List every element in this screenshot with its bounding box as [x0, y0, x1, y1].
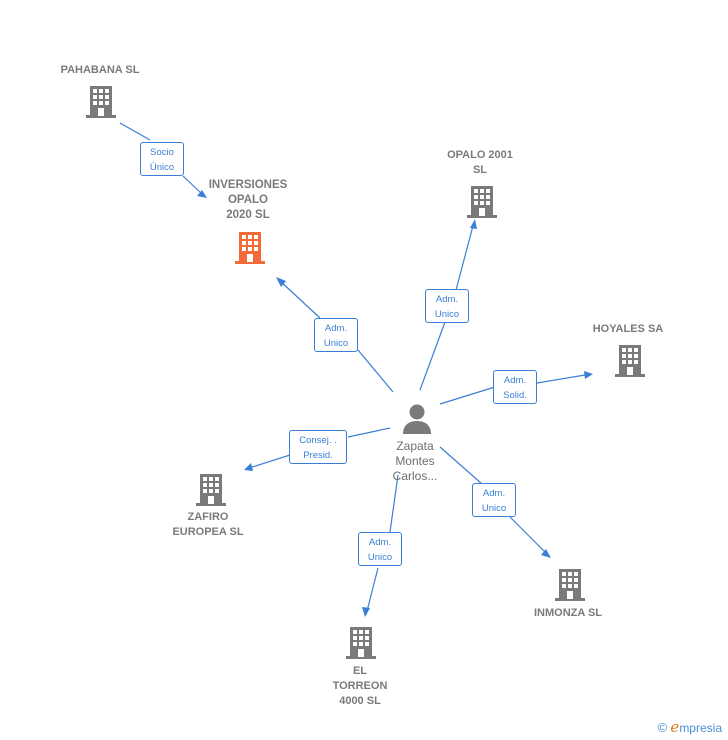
edge-person-inversiones	[278, 279, 394, 393]
building-icon-highlight[interactable]	[234, 230, 266, 264]
edge-pahabana-inversiones	[119, 122, 204, 196]
arrowhead	[470, 219, 477, 229]
person-icon[interactable]	[402, 403, 432, 435]
arrowhead	[197, 190, 207, 198]
arrowhead	[362, 607, 370, 617]
edge-person-opalo	[419, 221, 475, 391]
edge-person-zafiro	[245, 427, 391, 470]
edge-label-adm-unico: Adm. Unico	[314, 318, 358, 352]
edge-label-adm-unico: Adm. Unico	[425, 289, 469, 323]
node-label-opalo-2001[interactable]: OPALO 2001 SL	[447, 149, 513, 176]
building-icon[interactable]	[345, 625, 377, 659]
node-label-inmonza[interactable]: INMONZA SL	[533, 607, 603, 619]
edge-person-torreon	[365, 474, 399, 616]
brand-initial: e	[670, 718, 680, 736]
building-icon[interactable]	[195, 472, 227, 506]
edge-person-hoyales	[439, 373, 592, 405]
node-label-inversiones[interactable]: INVERSIONES OPALO 2020 SL	[208, 179, 288, 221]
node-label-person[interactable]: Zapata Montes Carlos...	[392, 439, 438, 483]
edge-label-adm-unico: Adm. Unico	[472, 483, 516, 517]
edge-label-adm-solid: Adm. Solid.	[493, 370, 537, 404]
edge-label-adm-unico: Adm. Unico	[358, 532, 402, 566]
edge-person-inmonza	[439, 446, 550, 557]
node-label-torreon[interactable]: EL TORREON 4000 SL	[332, 665, 388, 707]
arrowhead	[541, 549, 551, 558]
building-icon[interactable]	[554, 567, 586, 601]
edge-label-socio-unico: Socio Único	[140, 142, 184, 176]
footer-brand: © empresia	[657, 718, 722, 736]
brand-name: mpresia	[679, 721, 722, 735]
node-label-zafiro[interactable]: ZAFIRO EUROPEA SL	[172, 511, 244, 538]
building-icon[interactable]	[85, 84, 117, 118]
node-label-hoyales[interactable]: HOYALES SA	[592, 323, 664, 335]
building-icon[interactable]	[466, 184, 498, 218]
building-icon[interactable]	[614, 343, 646, 377]
copyright-symbol: ©	[657, 720, 668, 735]
node-label-pahabana[interactable]: PAHABANA SL	[60, 64, 140, 76]
arrowhead	[584, 371, 593, 379]
arrowhead	[244, 463, 253, 471]
edge-label-consej-presid: Consej. . Presid.	[289, 430, 347, 464]
arrowhead	[276, 277, 286, 287]
